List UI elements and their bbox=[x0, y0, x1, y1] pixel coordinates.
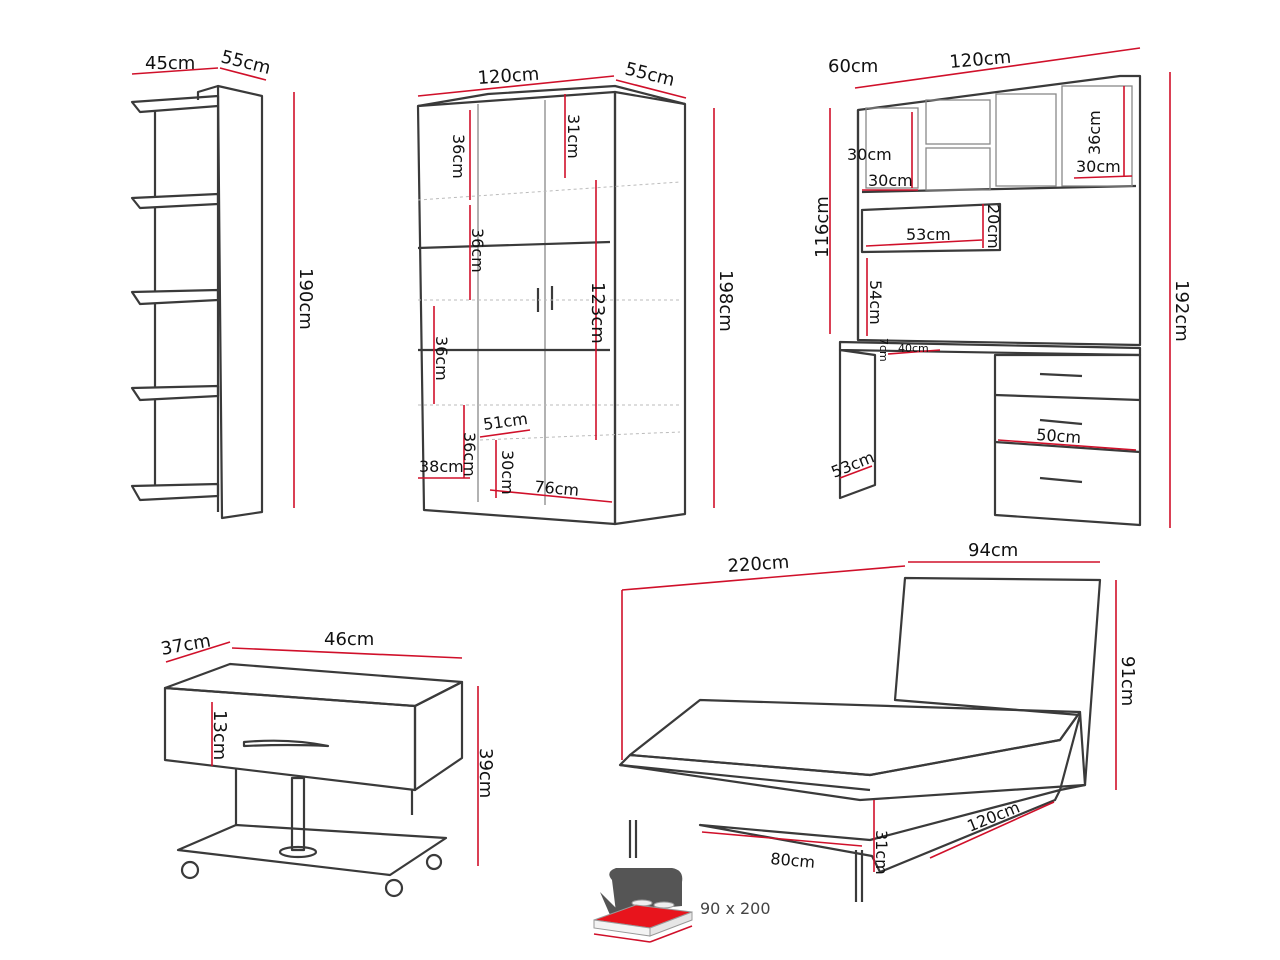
wardrobe-depth-label: 55cm bbox=[623, 58, 677, 91]
wardrobe-drawer-height-label: 30cm bbox=[498, 450, 517, 495]
bed-length-label: 220cm bbox=[727, 552, 790, 577]
wardrobe-drawing bbox=[416, 75, 715, 526]
desk-shelf-width-label: 53cm bbox=[906, 225, 951, 244]
wardrobe-shelf-low-label: 36cm bbox=[432, 336, 451, 381]
wardrobe-height-label: 198cm bbox=[715, 270, 736, 332]
desk-cubby-width-right-label: 30cm bbox=[1076, 157, 1121, 176]
nightstand-drawing bbox=[163, 641, 479, 898]
desk-drawer-width-label: 50cm bbox=[1036, 425, 1082, 447]
wardrobe-inner-width-label: 76cm bbox=[534, 477, 580, 500]
wardrobe-shelf-mid-label: 36cm bbox=[468, 228, 487, 273]
desk-cubby-height-label: 36cm bbox=[1085, 110, 1104, 155]
wardrobe-bottom-width-label: 38cm bbox=[419, 457, 464, 476]
bed-width-label: 94cm bbox=[968, 540, 1018, 561]
bookshelf-drawing bbox=[130, 67, 295, 520]
wardrobe-shelf-bottom-label: 36cm bbox=[460, 432, 479, 477]
bed-clearance-label: 31cm bbox=[872, 830, 891, 875]
bed-storage-depth-label: 80cm bbox=[770, 849, 816, 872]
wardrobe-inner-height-label: 123cm bbox=[587, 282, 608, 344]
mattress-icon bbox=[593, 868, 693, 943]
wardrobe-shelf-top-label: 36cm bbox=[449, 134, 468, 179]
desk-total-height-label: 192cm bbox=[1171, 280, 1192, 342]
wardrobe-width-label: 120cm bbox=[477, 64, 540, 89]
bookshelf-depth-label: 45cm bbox=[145, 53, 195, 74]
wardrobe-shelf-depth-label: 51cm bbox=[482, 409, 529, 434]
bookshelf-height-label: 190cm bbox=[295, 268, 316, 330]
desk-clearance-label: 54cm bbox=[866, 280, 885, 325]
desk-top-thickness-label: 7cm bbox=[877, 338, 890, 362]
desk-shelf-height-label: 20cm bbox=[984, 204, 1003, 249]
nightstand-height-label: 39cm bbox=[475, 748, 496, 798]
desk-width-label: 120cm bbox=[949, 47, 1012, 73]
desk-hutch-height-label: 116cm bbox=[812, 196, 833, 258]
desk-cubby-width-bottom-label: 30cm bbox=[868, 171, 913, 190]
desk-cubby-width-left-label: 30cm bbox=[847, 145, 892, 164]
mattress-size-label: 90 x 200 bbox=[700, 899, 771, 918]
desk-top-depth-label: 40cm bbox=[898, 342, 929, 355]
wardrobe-top-compartment-label: 31cm bbox=[564, 114, 583, 159]
nightstand-width-label: 46cm bbox=[324, 629, 374, 650]
desk-depth-label: 60cm bbox=[828, 56, 878, 77]
nightstand-depth-label: 37cm bbox=[159, 631, 212, 660]
nightstand-drawer-height-label: 13cm bbox=[209, 710, 230, 760]
bed-drawing bbox=[618, 561, 1117, 902]
desk-leg-depth-label: 53cm bbox=[828, 447, 877, 481]
desk-drawing bbox=[829, 47, 1171, 528]
bed-headboard-height-label: 91cm bbox=[1117, 656, 1138, 706]
